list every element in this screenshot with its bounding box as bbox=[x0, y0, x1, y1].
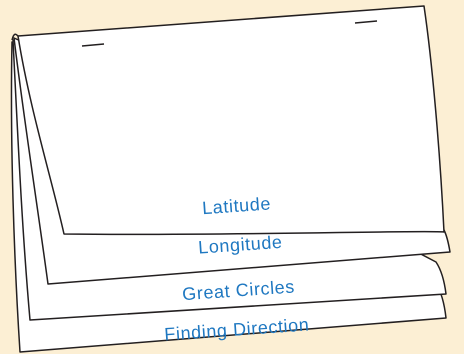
fold-crease bbox=[11, 33, 19, 41]
layer-latitude bbox=[11, 5, 445, 236]
flap-latitude bbox=[17, 5, 445, 236]
tab-label-latitude: Latitude bbox=[201, 193, 271, 218]
staple-mark-left bbox=[81, 43, 105, 47]
staple-mark-right bbox=[354, 20, 378, 24]
